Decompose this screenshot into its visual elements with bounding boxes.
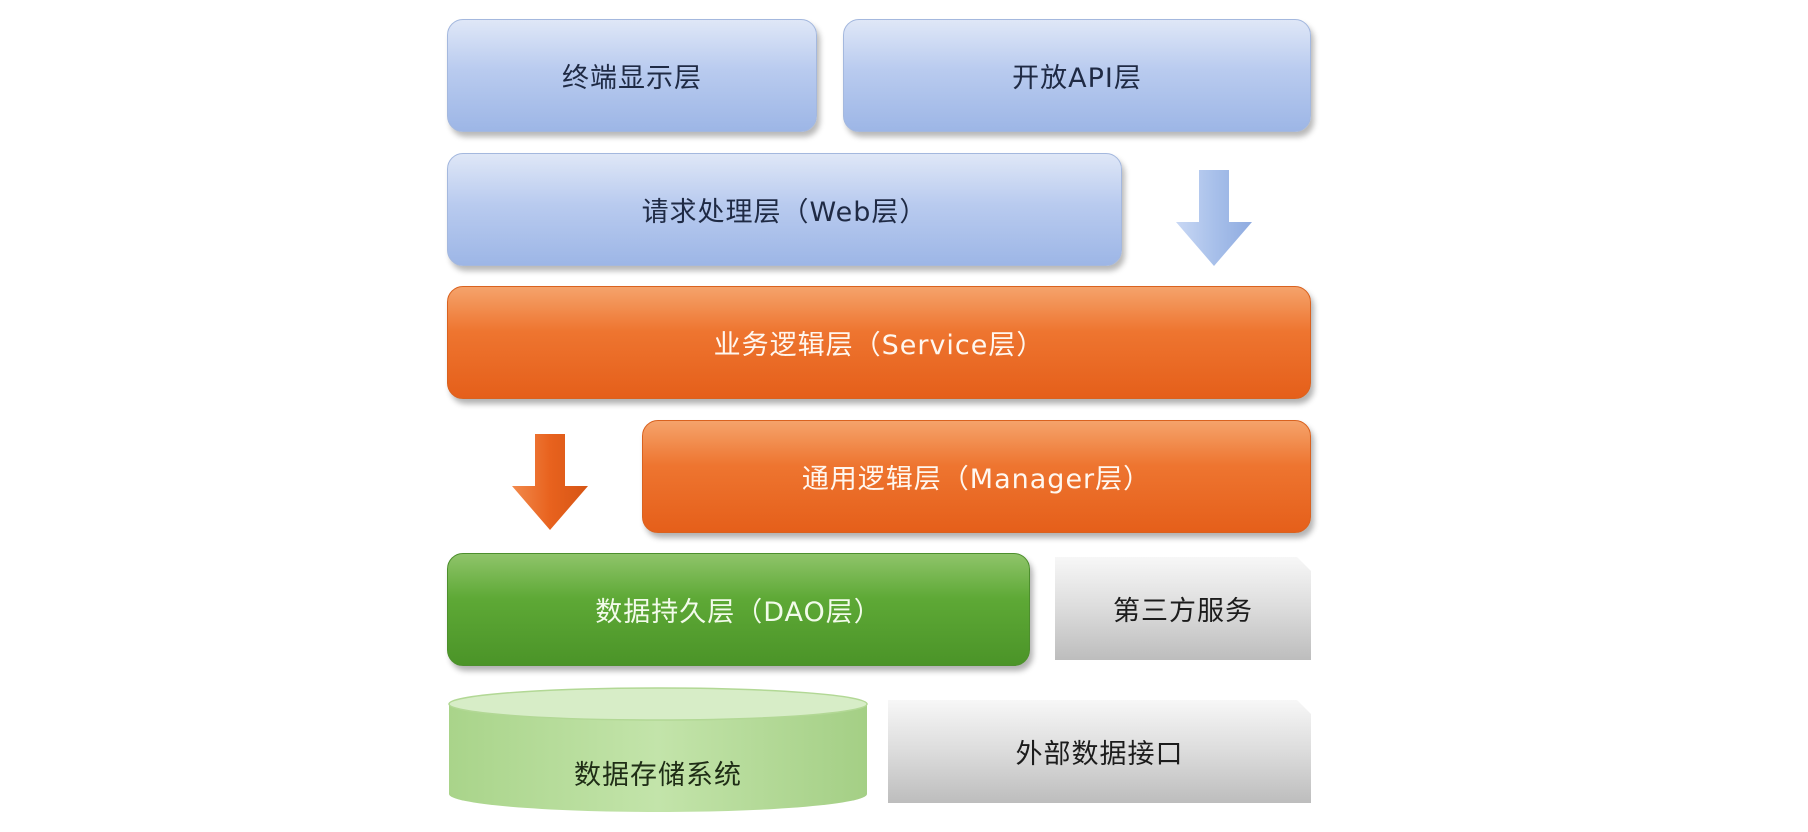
- web-layer: 请求处理层（Web层）: [447, 153, 1122, 266]
- service-layer: 业务逻辑层（Service层）: [447, 286, 1311, 399]
- third-party-service-label: 第三方服务: [1113, 596, 1253, 627]
- data-storage-system: 数据存储系统: [447, 686, 869, 814]
- web-layer-label: 请求处理层（Web层）: [641, 197, 928, 228]
- open-api-layer: 开放API层: [843, 19, 1311, 132]
- open-api-layer-label: 开放API层: [1012, 63, 1142, 94]
- data-storage-cylinder: [448, 687, 868, 812]
- dao-layer: 数据持久层（DAO层）: [447, 553, 1030, 666]
- manager-layer-label: 通用逻辑层（Manager层）: [801, 464, 1152, 495]
- external-data-interface: 外部数据接口: [888, 700, 1311, 803]
- dao-layer-label: 数据持久层（DAO层）: [595, 597, 882, 628]
- third-party-service: 第三方服务: [1055, 557, 1311, 660]
- terminal-display-layer: 终端显示层: [447, 19, 817, 132]
- data-storage-system-label: 数据存储系统: [574, 759, 742, 791]
- terminal-display-layer-label: 终端显示层: [562, 63, 702, 94]
- manager-layer: 通用逻辑层（Manager层）: [642, 420, 1311, 533]
- down-arrow-icon: [512, 434, 588, 530]
- external-data-interface-label: 外部数据接口: [1015, 739, 1184, 770]
- service-layer-label: 业务逻辑层（Service层）: [713, 330, 1045, 361]
- down-arrow-icon: [1176, 170, 1252, 266]
